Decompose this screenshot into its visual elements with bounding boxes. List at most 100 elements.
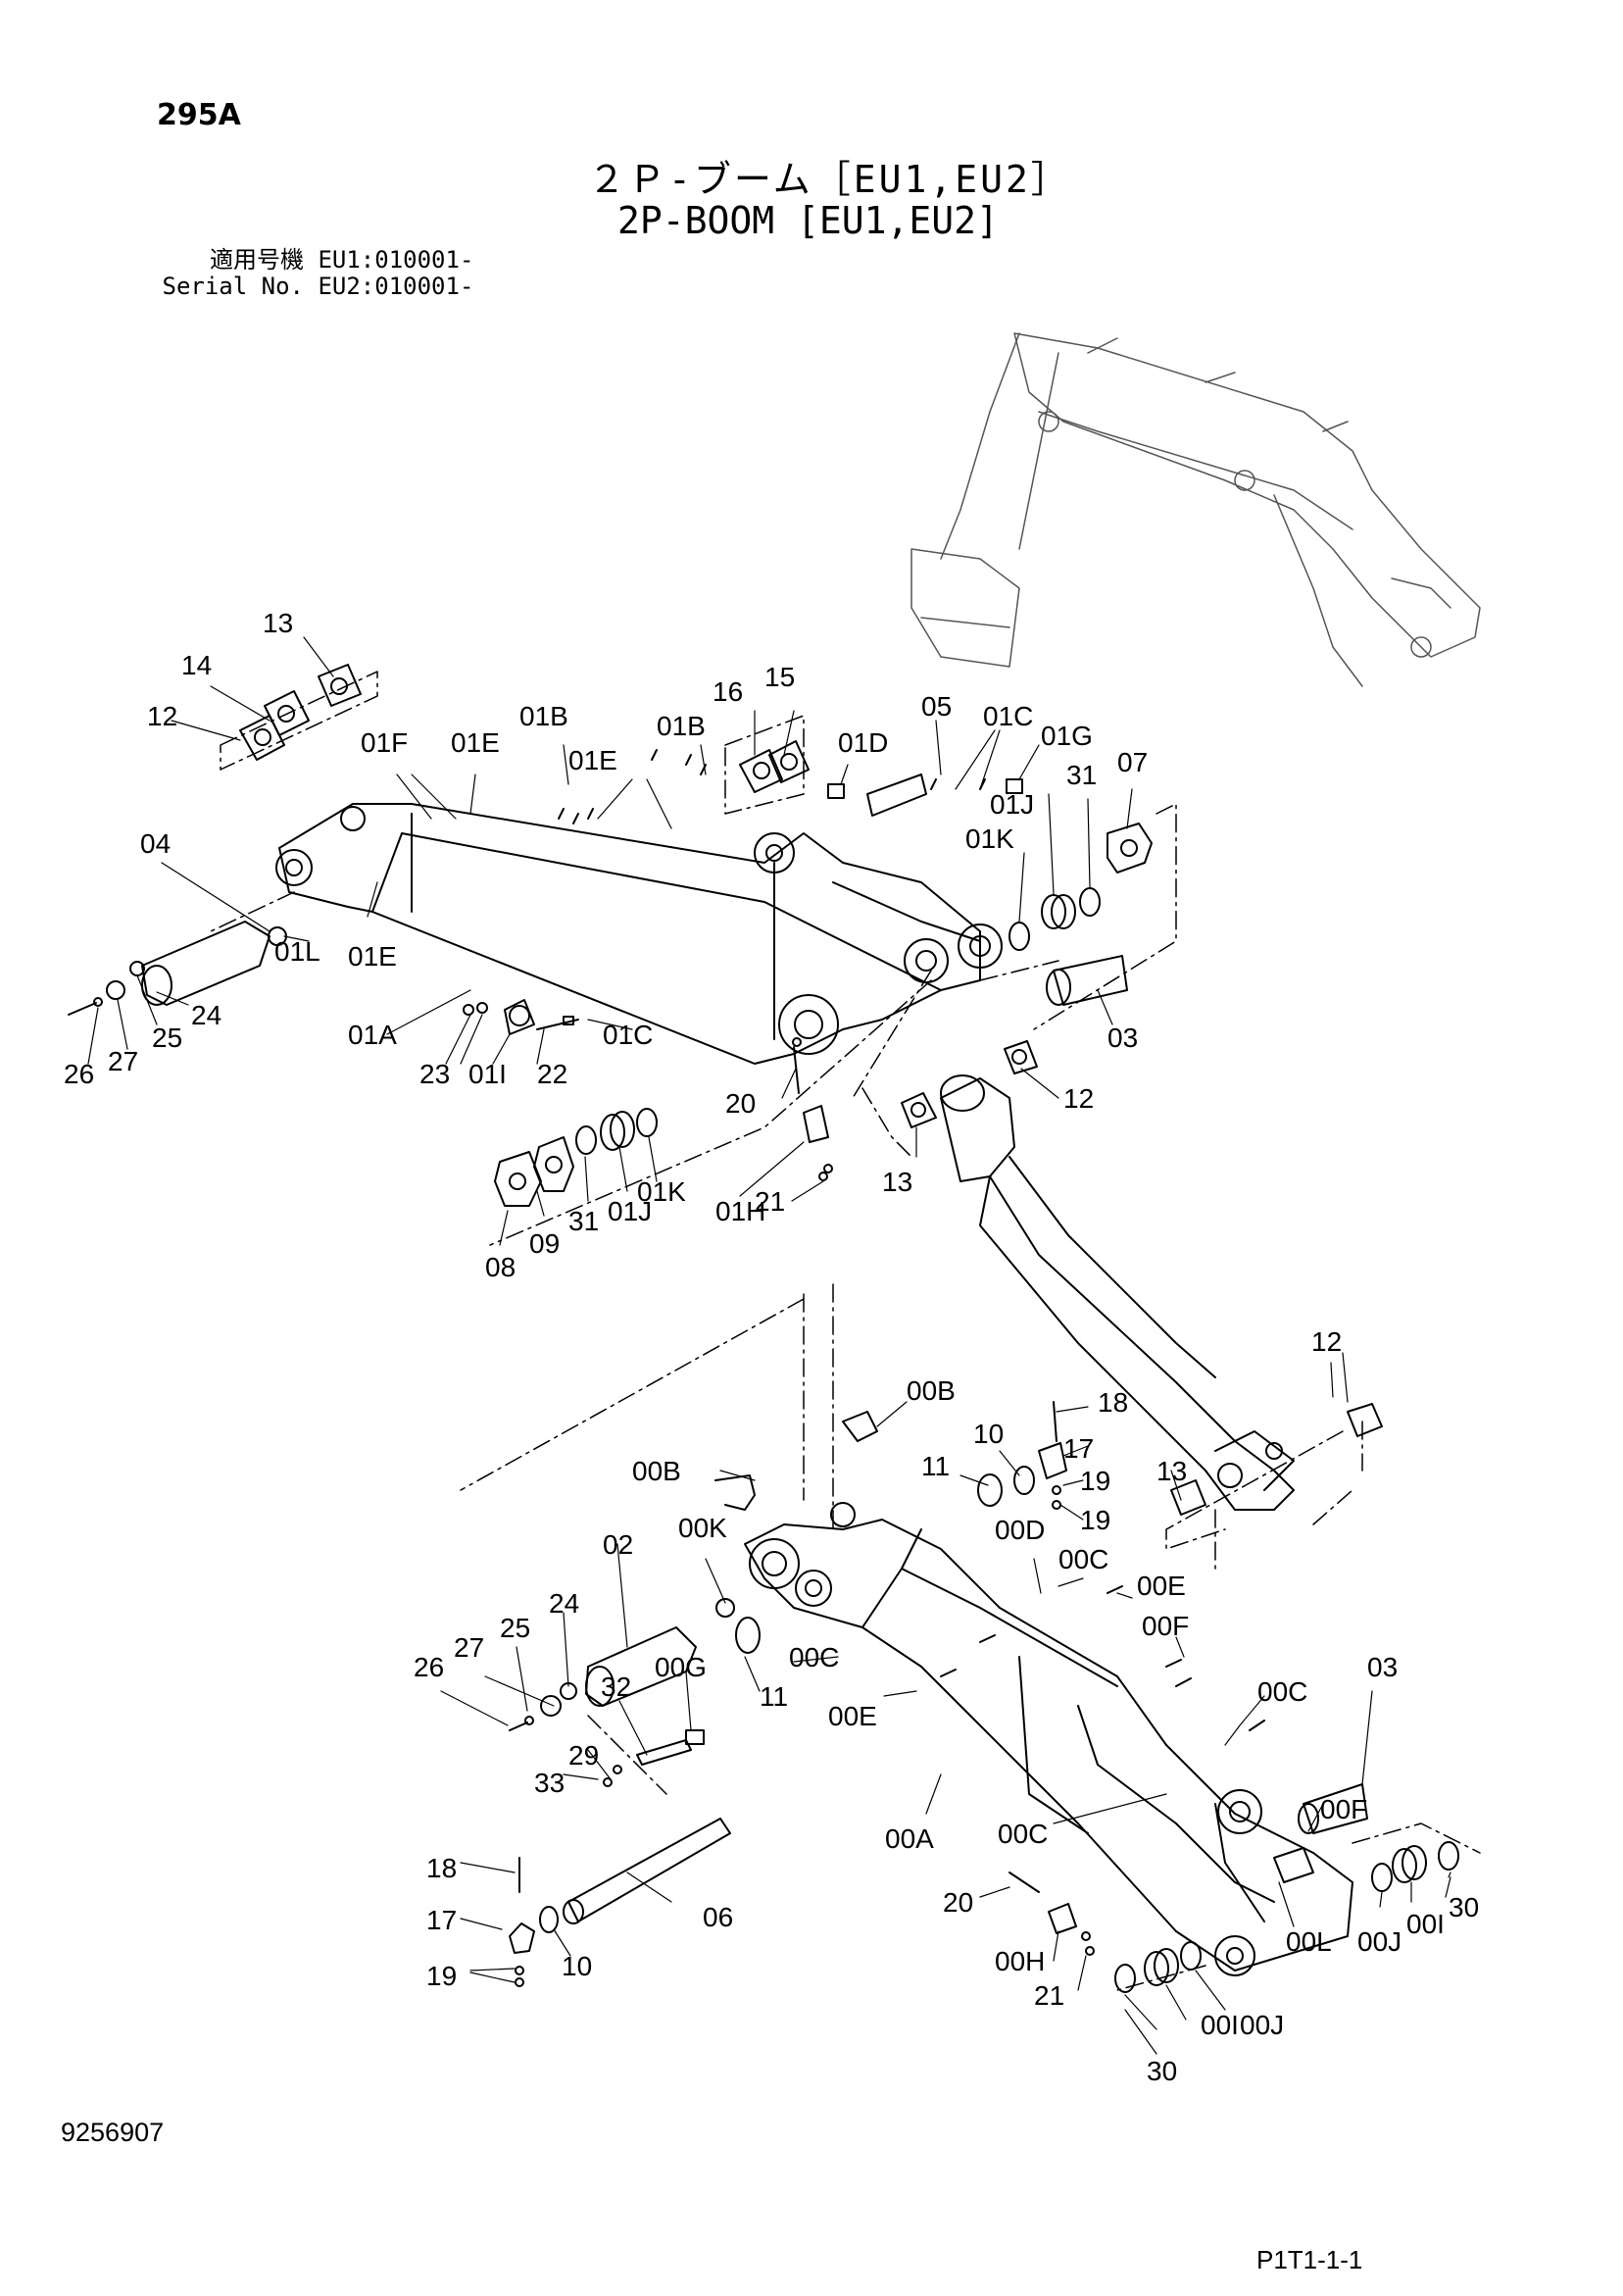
part-callout-12: 12 — [1063, 1083, 1094, 1114]
part-callout-00b: 00B — [632, 1456, 681, 1486]
boom-cylinder-illustration — [940, 1074, 1295, 1511]
part-callout-00c: 00C — [1058, 1544, 1108, 1574]
part-callout-31: 31 — [1066, 760, 1097, 790]
part-callout-21: 21 — [755, 1186, 785, 1217]
leader-lines — [87, 636, 1451, 2055]
part-callout-01d: 01D — [838, 727, 888, 758]
part-callout-05: 05 — [921, 691, 952, 722]
part-callout-27: 27 — [454, 1632, 484, 1663]
part-callout-31: 31 — [568, 1206, 599, 1236]
part-callout-29: 29 — [568, 1740, 599, 1771]
upper-boom-illustration — [275, 803, 1003, 1065]
part-callout-19: 19 — [1080, 1466, 1110, 1496]
bushing-00H — [1048, 1903, 1077, 1934]
part-callout-00a: 00A — [885, 1823, 934, 1854]
serial-label-en: Serial No. — [162, 273, 305, 300]
part-callout-14: 14 — [181, 650, 212, 680]
part-callout-16: 16 — [713, 676, 743, 707]
part-callout-04: 04 — [140, 828, 171, 859]
part-callout-13: 13 — [882, 1167, 912, 1197]
lower-boom-illustration — [744, 1502, 1353, 1976]
part-callout-00j: 00J — [1357, 1926, 1402, 1957]
part-callout-33: 33 — [534, 1768, 565, 1798]
part-callout-00f: 00F — [1142, 1611, 1189, 1641]
part-callout-09: 09 — [529, 1228, 560, 1259]
part-callout-00l: 00L — [1286, 1926, 1332, 1957]
part-callout-01e: 01E — [451, 727, 500, 758]
part-callout-00c: 00C — [998, 1819, 1048, 1849]
part-callout-30: 30 — [1147, 2056, 1177, 2086]
part-callout-27: 27 — [108, 1046, 138, 1076]
part-callout-10: 10 — [562, 1951, 592, 1981]
part-callout-11: 11 — [921, 1451, 950, 1481]
part-callout-22: 22 — [537, 1059, 567, 1089]
part-callout-01l: 01L — [274, 936, 320, 967]
part-callout-24: 24 — [549, 1588, 579, 1619]
part-callout-18: 18 — [1098, 1387, 1128, 1418]
page-title-english: 2P-BOOM [EU1,EU2] — [617, 199, 999, 242]
model-number: 295A — [157, 98, 241, 132]
upper-boom-hardware — [68, 664, 1153, 1207]
pin-06 — [567, 1818, 731, 1922]
part-callout-23: 23 — [419, 1059, 450, 1089]
part-callout-30: 30 — [1449, 1892, 1479, 1922]
pin-05 — [866, 774, 927, 817]
part-callout-00i: 00I — [1201, 2010, 1239, 2040]
part-callout-01f: 01F — [361, 727, 408, 758]
part-callout-06: 06 — [703, 1902, 733, 1932]
part-callout-12: 12 — [147, 701, 177, 731]
part-callout-00k: 00K — [678, 1513, 727, 1543]
page-reference: P1T1-1-1 — [1256, 2245, 1363, 2274]
part-callout-01b: 01B — [519, 701, 568, 731]
part-callout-01h: 01H — [715, 1196, 765, 1226]
part-callout-20: 20 — [725, 1088, 756, 1119]
part-callout-00h: 00H — [995, 1946, 1045, 1976]
part-callout-25: 25 — [500, 1613, 530, 1643]
serial-eu2: EU2:010001- — [318, 273, 474, 300]
lower-boom-hardware — [509, 1401, 1459, 1993]
part-callout-17: 17 — [1063, 1433, 1094, 1464]
part-callout-13: 13 — [263, 608, 293, 638]
part-callout-00i: 00I — [1406, 1909, 1445, 1939]
pin-03-lower — [1303, 1783, 1368, 1834]
pin-04 — [141, 921, 270, 1006]
part-callout-01a: 01A — [348, 1020, 397, 1050]
alignment-lines — [210, 671, 1481, 1991]
part-callout-18: 18 — [426, 1853, 457, 1883]
part-callout-11: 11 — [760, 1681, 788, 1712]
part-callout-00c: 00C — [789, 1642, 839, 1672]
pin-03-upper — [1053, 955, 1128, 1006]
part-callout-00g: 00G — [655, 1652, 707, 1682]
part-callout-08: 08 — [485, 1252, 516, 1282]
part-callout-10: 10 — [973, 1419, 1004, 1449]
part-callout-01k: 01K — [965, 824, 1014, 854]
part-callout-21: 21 — [1034, 1980, 1064, 2011]
part-callout-07: 07 — [1117, 747, 1148, 777]
excavator-overview-illustration — [910, 332, 1481, 687]
part-callout-17: 17 — [426, 1905, 457, 1935]
part-callout-01k: 01K — [637, 1176, 686, 1207]
part-callout-00b: 00B — [907, 1375, 956, 1406]
part-callout-01e: 01E — [568, 745, 617, 775]
part-callout-03: 03 — [1367, 1652, 1398, 1682]
part-callout-12: 12 — [1311, 1326, 1342, 1357]
serial-label-jp: 適用号機 — [210, 246, 304, 274]
part-callout-01b: 01B — [657, 711, 706, 741]
part-callout-00e: 00E — [828, 1701, 877, 1731]
part-callout-15: 15 — [764, 662, 795, 692]
part-callout-00d: 00D — [995, 1515, 1045, 1545]
part-callout-24: 24 — [191, 1000, 221, 1030]
part-callout-01c: 01C — [983, 701, 1033, 731]
part-callout-26: 26 — [64, 1059, 94, 1089]
part-callout-32: 32 — [601, 1672, 631, 1702]
part-callout-01e: 01E — [348, 941, 397, 972]
part-callout-26: 26 — [414, 1652, 444, 1682]
page-title-japanese: ２Ｐ-ブーム［EU1,EU2］ — [588, 158, 1071, 201]
part-callout-00c: 00C — [1257, 1676, 1307, 1707]
document-number: 9256907 — [61, 2118, 165, 2147]
serial-eu1: EU1:010001- — [318, 246, 474, 274]
